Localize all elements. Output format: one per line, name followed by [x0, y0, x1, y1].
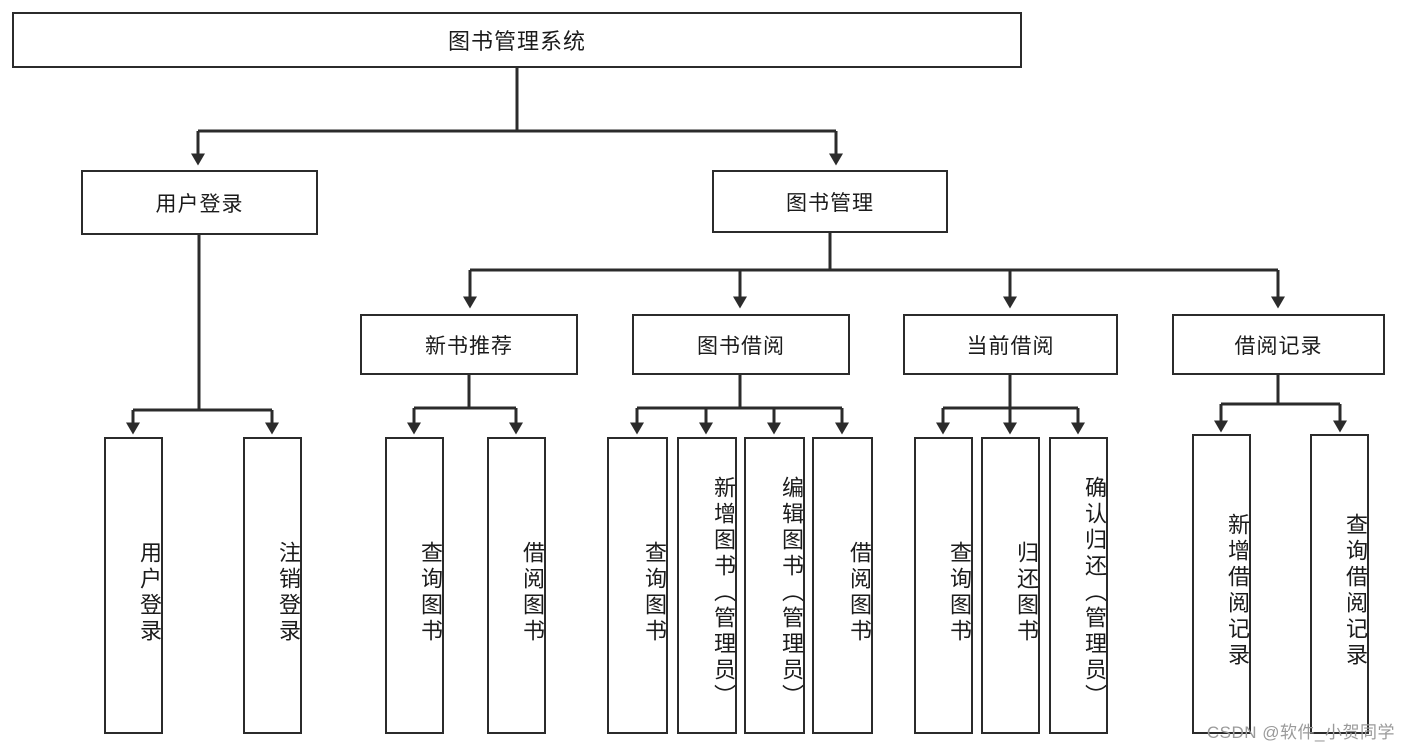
node-book-borrow[interactable]: 图书借阅 [632, 314, 850, 375]
leaf-confirm-return-admin-label: 确认归还（管理员） [1082, 475, 1107, 710]
node-user-login-label: 用户登录 [155, 192, 244, 216]
node-current-borrow[interactable]: 当前借阅 [903, 314, 1118, 375]
leaf-return-book[interactable]: 归还图书 [981, 437, 1040, 734]
node-user-login[interactable]: 用户登录 [81, 170, 318, 235]
leaf-return-book-label: 归还图书 [1014, 540, 1039, 645]
node-root[interactable]: 图书管理系统 [12, 12, 1022, 68]
node-current-borrow-label: 当前借阅 [966, 334, 1055, 358]
node-root-label: 图书管理系统 [447, 29, 586, 54]
node-book-borrow-label: 图书借阅 [697, 334, 785, 358]
leaf-borrow-book-borrow-label: 借阅图书 [847, 540, 872, 645]
leaf-query-book-borrow-label: 查询图书 [642, 540, 667, 645]
node-book-management-label: 图书管理 [786, 191, 874, 215]
node-borrow-record-label: 借阅记录 [1234, 334, 1323, 358]
watermark-text: CSDN @软件_小贺同学 [1206, 723, 1395, 742]
leaf-edit-book-admin[interactable]: 编辑图书（管理员） [744, 437, 805, 734]
leaf-user-login[interactable]: 用户登录 [104, 437, 163, 734]
leaf-borrow-book-borrow[interactable]: 借阅图书 [812, 437, 873, 734]
leaf-add-borrow-record-label: 新增借阅记录 [1225, 513, 1250, 669]
leaf-add-book-admin-label: 新增图书（管理员） [711, 475, 736, 710]
leaf-borrow-book-recommend[interactable]: 借阅图书 [487, 437, 546, 734]
leaf-add-borrow-record[interactable]: 新增借阅记录 [1192, 434, 1251, 734]
leaf-user-login-label: 用户登录 [137, 540, 162, 645]
leaf-query-book-current[interactable]: 查询图书 [914, 437, 973, 734]
leaf-borrow-book-recommend-label: 借阅图书 [520, 540, 545, 645]
node-book-management[interactable]: 图书管理 [712, 170, 948, 233]
leaf-query-book-recommend-label: 查询图书 [418, 540, 443, 645]
leaf-add-book-admin[interactable]: 新增图书（管理员） [677, 437, 737, 734]
leaf-query-borrow-record[interactable]: 查询借阅记录 [1310, 434, 1369, 734]
node-new-book-recommend-label: 新书推荐 [425, 334, 513, 358]
leaf-query-borrow-record-label: 查询借阅记录 [1343, 513, 1368, 669]
leaf-query-book-recommend[interactable]: 查询图书 [385, 437, 444, 734]
node-new-book-recommend[interactable]: 新书推荐 [360, 314, 578, 375]
leaf-confirm-return-admin[interactable]: 确认归还（管理员） [1049, 437, 1108, 734]
leaf-query-book-borrow[interactable]: 查询图书 [607, 437, 668, 734]
leaf-user-logout-label: 注销登录 [276, 540, 301, 645]
leaf-query-book-current-label: 查询图书 [947, 540, 972, 645]
leaf-edit-book-admin-label: 编辑图书（管理员） [779, 475, 804, 710]
node-borrow-record[interactable]: 借阅记录 [1172, 314, 1385, 375]
leaf-user-logout[interactable]: 注销登录 [243, 437, 302, 734]
